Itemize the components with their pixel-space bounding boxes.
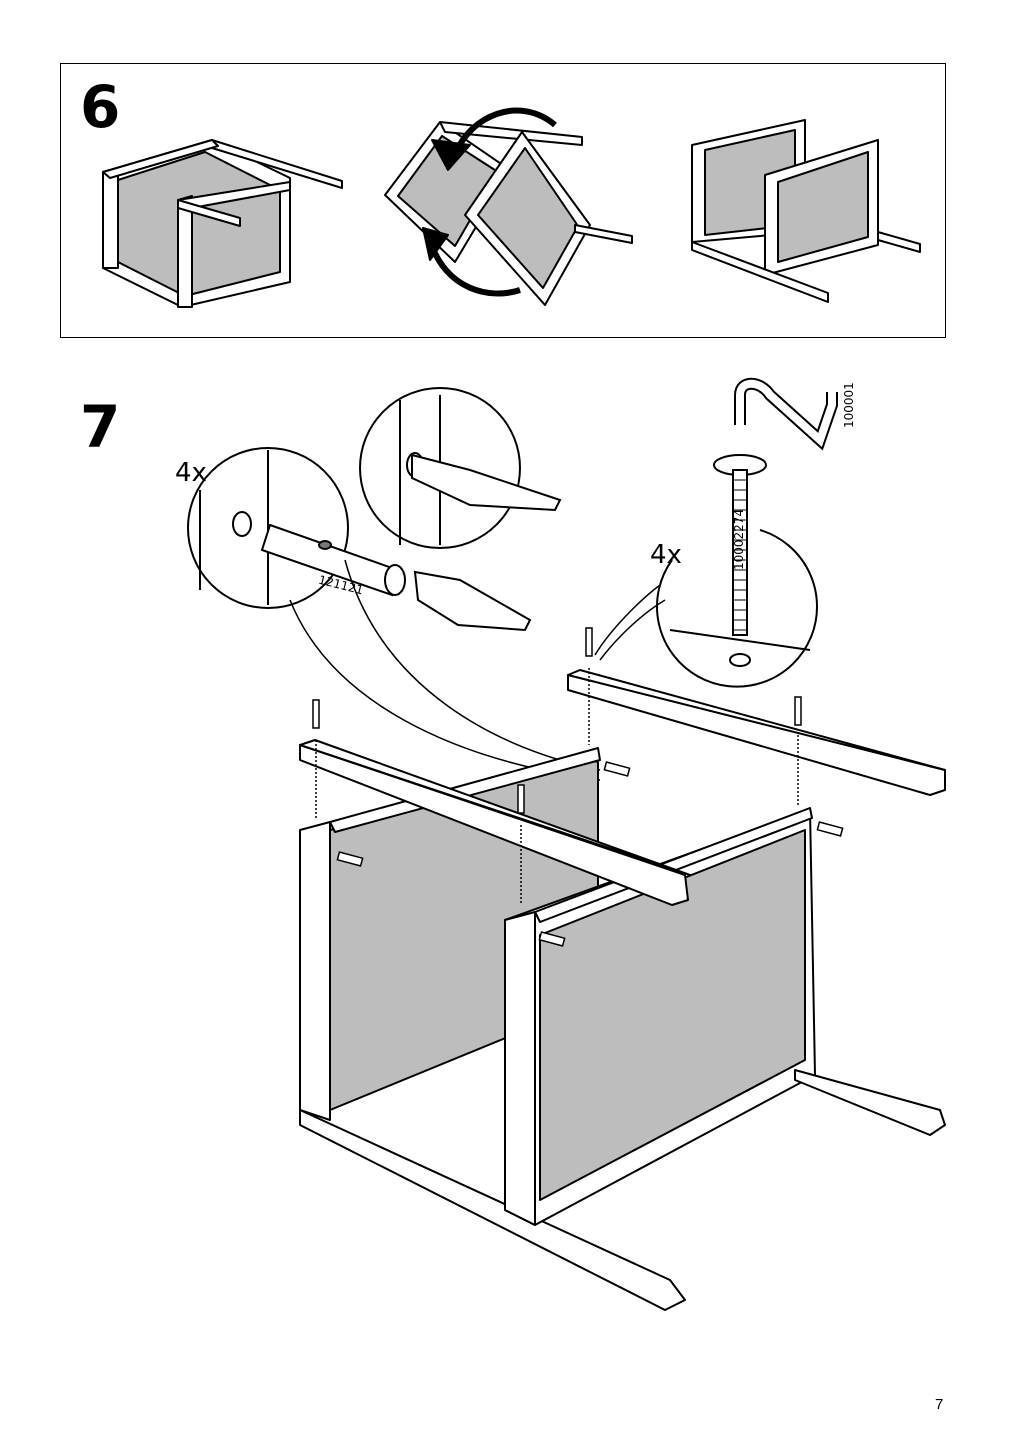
step-6-frame <box>60 63 946 338</box>
bolt-part-number: 10002274 <box>732 508 746 570</box>
allen-key <box>734 377 838 451</box>
step6-frame-upright <box>691 119 921 303</box>
dowel-quantity: 4x <box>175 458 207 488</box>
step6-frame-upside-down <box>102 139 343 308</box>
step6-frame-flipping <box>384 107 633 306</box>
bolt-detail-callout <box>594 454 819 688</box>
main-assembly <box>299 669 946 1311</box>
dowel-detail-callout <box>187 447 601 781</box>
step-7-number: 7 <box>80 393 121 461</box>
bolt-quantity: 4x <box>650 540 682 570</box>
step-6-number: 6 <box>80 73 121 141</box>
fasteners <box>312 627 844 947</box>
page-number: 7 <box>935 1396 944 1413</box>
allen-key-part-number: 100001 <box>842 382 856 428</box>
screwdriver-detail-callout <box>359 387 562 549</box>
